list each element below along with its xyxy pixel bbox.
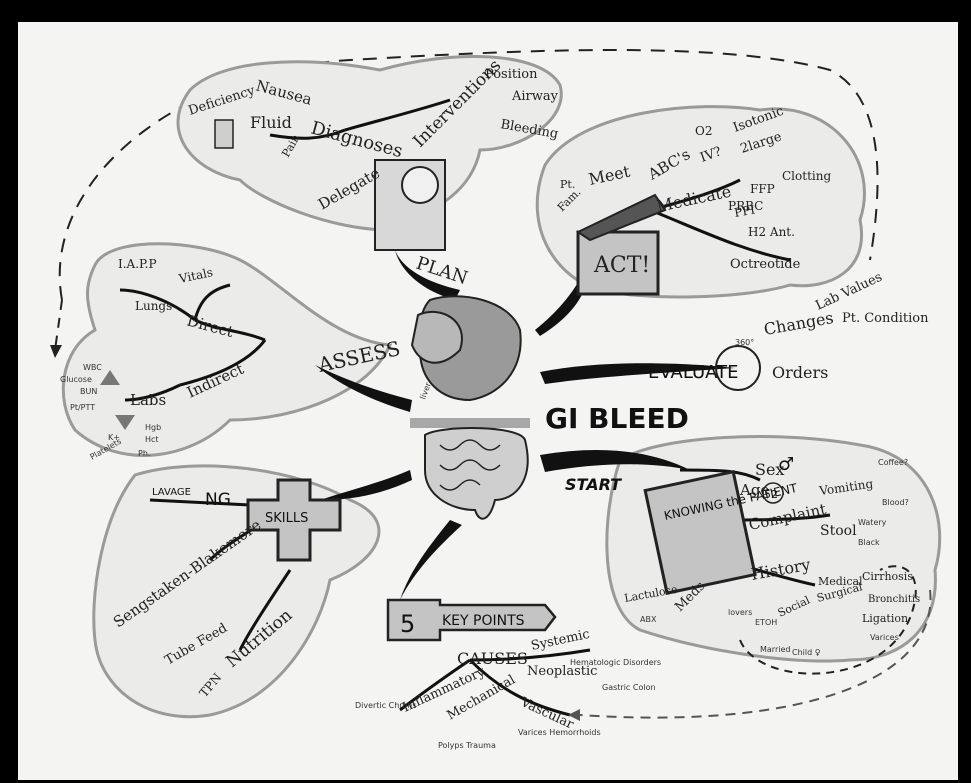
patient-blood: Blood?	[882, 498, 909, 507]
key-gastric: Gastric Colon	[602, 683, 656, 692]
key-polyps: Polyps Trauma	[438, 741, 496, 750]
patient-age-value: 52	[764, 488, 778, 501]
act-prbc: PRBC	[728, 199, 763, 213]
act-ffp: FFP	[750, 182, 775, 196]
patient-abx: ABX	[640, 615, 657, 624]
evaluate-pt-condition: Pt. Condition	[842, 311, 929, 326]
patient-loop-path	[739, 565, 917, 675]
liver-shape	[410, 310, 463, 364]
assess-hgb: Hgb	[145, 423, 161, 432]
branch-keypoints	[400, 520, 462, 600]
key-divertic: Divertic Chrons	[355, 701, 417, 710]
branch-patient	[540, 450, 690, 472]
age-circle	[762, 482, 784, 504]
patient-varices: Varices	[870, 633, 899, 642]
key-icon	[386, 598, 557, 642]
plan-position: Position	[485, 67, 538, 82]
key-number: 5	[400, 610, 415, 638]
plan-airway: Airway	[511, 89, 559, 104]
male-symbol-icon: ♂	[778, 454, 794, 475]
vascular-link-path	[579, 589, 932, 719]
assess-glucose: Glucose	[60, 375, 92, 384]
evaluate-orders: Orders	[772, 363, 828, 382]
link-arrow-head-icon	[568, 709, 580, 721]
assess-bun: BUN	[80, 387, 97, 396]
branch-act	[535, 270, 587, 336]
act-o2: O2	[695, 124, 712, 138]
evaluate-deg: 360°	[735, 338, 754, 347]
center-title: GI BLEED	[545, 402, 689, 435]
iv-bag-icon	[214, 119, 234, 149]
clipboard-icon	[643, 470, 757, 595]
dashed-cycle-path-end	[54, 299, 63, 351]
assess-ph: Ph.	[138, 449, 150, 458]
key-neoplastic: Neoplastic	[527, 664, 597, 679]
skills-ng: NG	[205, 490, 231, 510]
assess-wbc: WBC	[83, 363, 102, 372]
patient-married: Married	[760, 645, 790, 654]
key-points-label: KEY POINTS	[442, 613, 525, 629]
nurse-face-icon	[401, 166, 439, 204]
patient-black: Black	[858, 538, 880, 547]
assess-hct: Hct	[145, 435, 159, 444]
patient-age: Age	[739, 481, 769, 499]
main-branches	[315, 250, 735, 600]
assess-cloud	[61, 242, 393, 457]
arrow-down-icon	[115, 415, 135, 430]
assess-labs: Labs	[130, 391, 166, 409]
act-clotting: Clotting	[782, 169, 831, 183]
act-h2: H2 Ant.	[748, 225, 795, 239]
patient-cirrhosis: Cirrhosis	[862, 570, 913, 583]
skills-lavage: LAVAGE	[152, 487, 191, 498]
start-label: START	[565, 475, 622, 494]
act-octreotide: Octreotide	[730, 257, 801, 272]
act-ppi: PPI	[733, 202, 756, 219]
act-iv: IV?	[698, 144, 723, 165]
patient-sex: Sex	[755, 460, 784, 479]
plan-fluid: Fluid	[250, 113, 292, 132]
branch-assess	[315, 365, 412, 412]
skills-cross-icon	[246, 478, 342, 562]
evaluate-cycle-icon	[715, 345, 761, 391]
branch-skills	[320, 470, 412, 500]
assess-iapp: I.A.P.P	[118, 257, 157, 271]
assess-ptptt: Pt/PTT	[70, 403, 95, 412]
key-causes: CAUSES	[457, 649, 528, 668]
patient-medical: Medical	[818, 575, 863, 588]
act-label: ACT!	[593, 253, 650, 278]
key-hematologic: Hematologic Disorders	[570, 658, 661, 667]
branch-plan	[395, 250, 460, 300]
patient-stool: Stool	[820, 523, 857, 539]
assess-k: K+	[108, 433, 120, 442]
patient-child: Child ♀	[792, 648, 821, 657]
patient-watery: Watery	[858, 518, 887, 527]
dashed-arrow-head-icon	[50, 345, 62, 358]
patient-coffee: Coffee?	[878, 458, 908, 467]
dashed-cycle-path	[58, 49, 879, 301]
skills-label: SKILLS	[265, 511, 308, 526]
intestine-coils	[439, 439, 501, 491]
gi-anatomy-illustration: liver	[410, 295, 530, 520]
divider-band	[410, 418, 530, 428]
act-pt: Pt.	[560, 178, 575, 191]
assess-lungs: Lungs	[135, 299, 172, 313]
plan-cloud	[176, 55, 563, 232]
act-box-lid	[575, 193, 667, 242]
patient-etoh: ETOH	[755, 618, 777, 627]
act-box	[576, 230, 660, 296]
arrow-up-icon	[100, 370, 120, 385]
branch-evaluate	[540, 363, 735, 384]
patient-ligation: Ligation	[862, 612, 908, 625]
patient-bronchitis: Bronchitis	[868, 594, 920, 605]
key-varices: Varices Hemorrhoids	[518, 728, 601, 737]
patient-lovers: lovers	[728, 608, 752, 617]
evaluate-label: EVALUATE	[648, 362, 738, 383]
